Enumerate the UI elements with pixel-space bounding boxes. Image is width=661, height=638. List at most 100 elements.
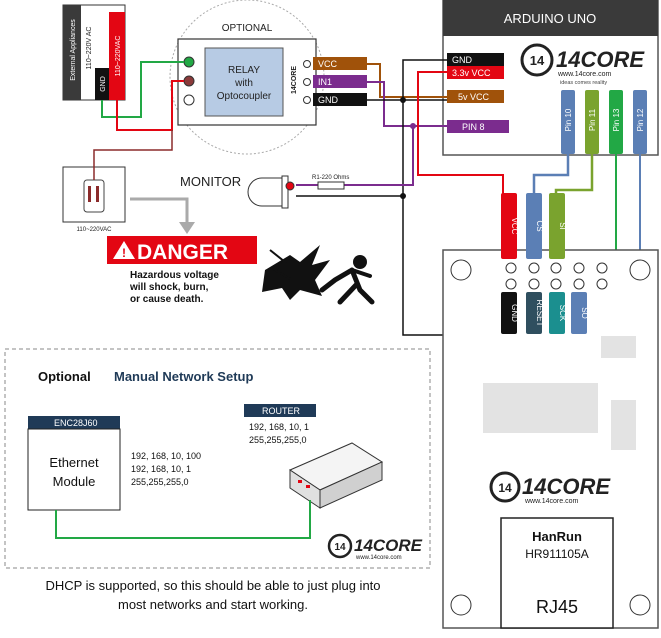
- svg-text:www.14core.com: www.14core.com: [355, 555, 402, 561]
- relay-line3: Optocoupler: [217, 91, 272, 102]
- svg-text:ROUTER: ROUTER: [262, 406, 301, 416]
- svg-text:3.3v VCC: 3.3v VCC: [452, 68, 491, 78]
- appliance-label: External Appliances: [70, 19, 77, 81]
- svg-text:Pin 11: Pin 11: [588, 108, 597, 131]
- svg-text:www.14core.com: www.14core.com: [524, 498, 578, 505]
- svg-text:Module: Module: [53, 474, 96, 489]
- outlet-label: 110~220VAC: [77, 227, 113, 233]
- enc-module-box: ENC28J60 Ethernet Module: [27, 416, 121, 511]
- monitor-led: [247, 175, 295, 209]
- footer-line2: most networks and start working.: [118, 597, 308, 612]
- relay-gnd-pin: GND: [313, 93, 367, 106]
- jack-brand: HanRun: [532, 529, 582, 544]
- appliance-gnd: GND: [100, 76, 107, 92]
- arduino-url: www.14core.com: [557, 71, 611, 78]
- enc-reset-pin: RESET: [526, 292, 544, 334]
- svg-text:Pin 12: Pin 12: [636, 108, 645, 131]
- svg-text:SI: SI: [558, 222, 567, 230]
- svg-text:VCC: VCC: [510, 218, 519, 235]
- relay-terminal-1: [183, 56, 195, 68]
- svg-text:14: 14: [498, 481, 512, 495]
- relay-line2: with: [234, 78, 253, 89]
- arduino-pin13: Pin 13: [609, 90, 623, 154]
- arduino-pin8-label: PIN 8: [447, 120, 509, 133]
- resistor-label: R1-220 Ohms: [312, 175, 349, 181]
- network-title: Manual Network Setup: [114, 369, 253, 384]
- arduino-3v3-label: 3.3v VCC: [447, 66, 504, 79]
- danger-line3: or cause death.: [130, 294, 204, 305]
- svg-text:SO: SO: [580, 307, 589, 319]
- svg-text:14CORE: 14CORE: [354, 536, 423, 555]
- router-label-box: ROUTER 192, 168, 10, 1 255,255,255,0: [244, 404, 316, 445]
- arduino-5v-label: 5v VCC: [447, 90, 504, 103]
- svg-text:GND: GND: [510, 304, 519, 322]
- enc-network-settings: 192, 168, 10, 100 192, 168, 10, 1 255,25…: [131, 451, 201, 487]
- enc-vcc-pin: VCC: [501, 193, 519, 259]
- svg-text:VCC: VCC: [318, 59, 338, 69]
- relay-line1: RELAY: [228, 65, 260, 76]
- relay-in1-pin: IN1: [313, 75, 367, 88]
- relay-logo: 14CORE: [291, 66, 298, 94]
- relay-terminal-3: [183, 94, 195, 106]
- enc-cs-pin: CS: [526, 193, 544, 259]
- enc-header-pins: [505, 262, 608, 290]
- svg-text:GND: GND: [318, 95, 339, 105]
- relay-terminal-2: [183, 75, 195, 87]
- svg-text:192, 168, 10, 100: 192, 168, 10, 100: [131, 451, 201, 461]
- enc-si-pin: SI: [549, 193, 567, 259]
- appliance-voltage: 110~220V AC: [86, 27, 93, 70]
- router-icon: [288, 442, 384, 509]
- power-outlet: 110~220VAC: [62, 166, 126, 233]
- svg-text:PIN 8: PIN 8: [462, 122, 485, 132]
- svg-text:255,255,255,0: 255,255,255,0: [131, 477, 189, 487]
- svg-text:Ethernet: Ethernet: [49, 455, 99, 470]
- svg-text:!: !: [122, 246, 126, 260]
- enc-so-pin: SO: [571, 292, 589, 334]
- appliance-live: 110~220VAC: [115, 36, 122, 77]
- svg-text:192, 168, 10, 1: 192, 168, 10, 1: [249, 422, 309, 432]
- jack-model: HR911105A: [525, 547, 589, 561]
- enc-logo: 14 14CORE www.14core.com: [489, 471, 611, 505]
- danger-title: DANGER: [137, 241, 228, 264]
- relay-vcc-pin: VCC: [313, 57, 367, 70]
- danger-sign: ! DANGER Hazardous voltage will shock, b…: [107, 236, 257, 305]
- svg-text:14: 14: [334, 542, 346, 553]
- arduino-tagline: ideas comes reality: [560, 80, 607, 86]
- arduino-title: ARDUINO UNO: [504, 11, 596, 26]
- svg-text:255,255,255,0: 255,255,255,0: [249, 435, 307, 445]
- relay-optional-label: OPTIONAL: [222, 23, 273, 34]
- svg-text:14: 14: [530, 53, 545, 68]
- wire-junctions: [400, 97, 416, 199]
- danger-arrow: [130, 197, 195, 234]
- svg-text:RESET: RESET: [535, 300, 544, 327]
- svg-text:CS: CS: [535, 220, 544, 231]
- svg-text:ENC28J60: ENC28J60: [54, 418, 98, 428]
- arduino-pin11: Pin 11: [585, 90, 599, 154]
- monitor-label: MONITOR: [180, 174, 241, 189]
- network-optional: Optional: [38, 369, 91, 384]
- ethernet-cable: [55, 500, 311, 539]
- network-logo: 14 14CORE www.14core.com: [327, 533, 423, 561]
- svg-text:SCK: SCK: [558, 305, 567, 322]
- arduino-logo: 14 14CORE www.14core.com ideas comes rea…: [520, 43, 645, 86]
- svg-text:Pin 10: Pin 10: [564, 108, 573, 131]
- danger-line2: will shock, burn,: [129, 282, 209, 293]
- relay-module: RELAY with Optocoupler 14CORE: [177, 38, 317, 126]
- arduino-pin12: Pin 12: [633, 90, 647, 154]
- svg-text:Pin 13: Pin 13: [612, 108, 621, 131]
- arduino-logo-text: 14CORE: [556, 47, 645, 72]
- arduino-gnd-label: GND: [447, 53, 504, 66]
- external-appliance: External Appliances 110~220V AC GND 110~…: [62, 4, 126, 101]
- svg-text:14CORE: 14CORE: [522, 474, 611, 499]
- arduino-pin10: Pin 10: [561, 90, 575, 154]
- rj45-jack: HanRun HR911105A RJ45: [500, 517, 614, 629]
- svg-text:GND: GND: [452, 55, 473, 65]
- electric-shock-icon: [262, 245, 375, 305]
- resistor: R1-220 Ohms: [312, 175, 349, 190]
- svg-text:192, 168, 10, 1: 192, 168, 10, 1: [131, 464, 191, 474]
- enc-sck-pin: SCK: [549, 292, 567, 334]
- svg-text:5v VCC: 5v VCC: [458, 92, 490, 102]
- svg-text:IN1: IN1: [318, 77, 332, 87]
- enc-gnd-pin: GND: [501, 292, 519, 334]
- jack-type: RJ45: [536, 597, 578, 617]
